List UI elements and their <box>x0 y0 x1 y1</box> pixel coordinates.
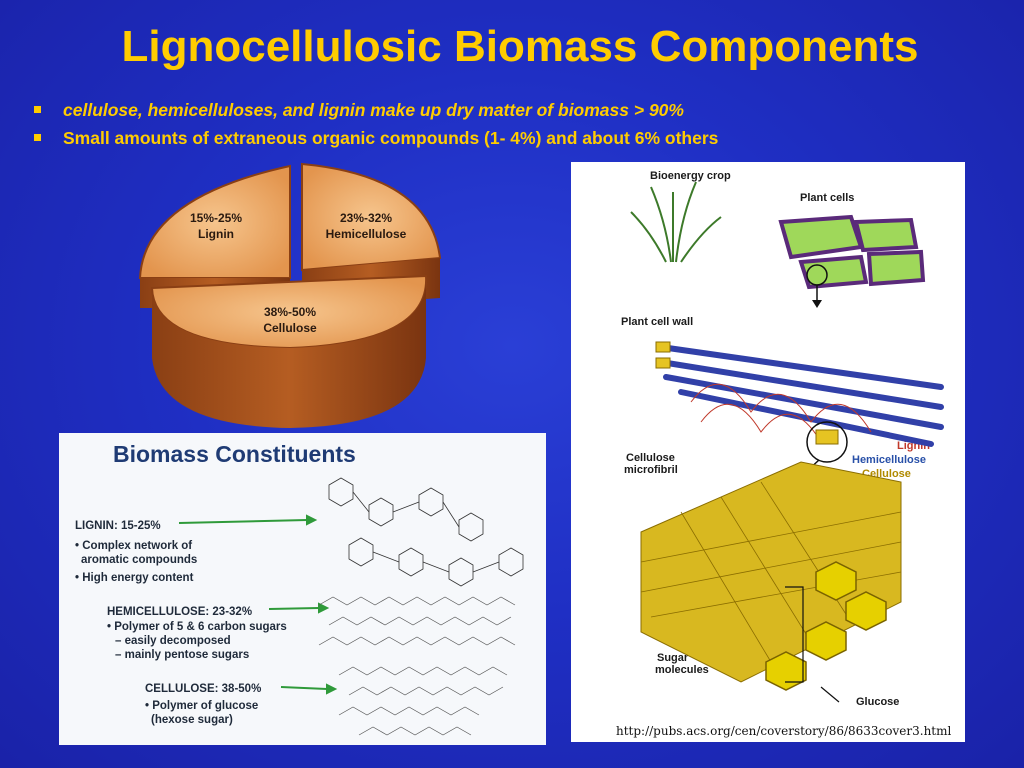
label-glucose: Glucose <box>856 696 900 708</box>
label-cellulose-microfibril-line2: microfibril <box>624 464 678 476</box>
source-url[interactable]: http://pubs.acs.org/cen/coverstory/86/86… <box>616 724 952 738</box>
label-plant-cell-wall: Plant cell wall <box>621 316 694 328</box>
hemicellulose-point: – easily decomposed <box>115 635 231 647</box>
bullet-item: Small amounts of extraneous organic comp… <box>34 124 718 152</box>
pie-label-cellulose-name: Cellulose <box>263 321 317 335</box>
slide-title: Lignocellulosic Biomass Components <box>121 22 919 71</box>
lignin-point: • High energy content <box>75 572 194 584</box>
cellulose-point: • Polymer of glucose <box>145 700 259 712</box>
label-hemicellulose: Hemicellulose <box>852 454 926 466</box>
pie-label-hemicellulose-range: 23%-32% <box>340 211 392 225</box>
lignin-heading: LIGNIN: 15-25% <box>75 520 161 532</box>
lignin-point: aromatic compounds <box>81 554 198 566</box>
label-sugar-molecules-line2: molecules <box>655 664 709 676</box>
pie-label-lignin-name: Lignin <box>198 227 234 241</box>
label-sugar-molecules-line1: Sugar <box>657 652 689 664</box>
hemicellulose-heading: HEMICELLULOSE: 23-32% <box>107 606 253 618</box>
pie-label-hemicellulose-name: Hemicellulose <box>326 227 407 241</box>
pointer-arrows <box>178 514 338 695</box>
cellulose-heading: CELLULOSE: 38-50% <box>145 683 262 695</box>
label-bioenergy-crop: Bioenergy crop <box>650 170 731 182</box>
plant-to-glucose-diagram: Bioenergy crop Plant cells Plant cell wa… <box>571 162 965 742</box>
hemicellulose-point: – mainly pentose sugars <box>115 649 250 661</box>
hemicellulose-point: • Polymer of 5 & 6 carbon sugars <box>107 621 287 633</box>
bullet-list: cellulose, hemicelluloses, and lignin ma… <box>34 96 718 152</box>
biomass-pie-illustration: 15%-25% Lignin 23%-32% Hemicellulose 38%… <box>138 162 442 428</box>
biomass-constituents-card: Biomass Constituents LIGNIN: 15-25% • Co… <box>59 433 546 745</box>
molecular-structure-illustration <box>318 477 524 736</box>
pie-label-lignin-range: 15%-25% <box>190 211 242 225</box>
bullet-item: cellulose, hemicelluloses, and lignin ma… <box>34 96 718 124</box>
card-title: Biomass Constituents <box>113 441 356 467</box>
diagram-artwork <box>630 181 944 703</box>
bullet-text: cellulose, hemicelluloses, and lignin ma… <box>63 99 684 120</box>
bullet-square-icon <box>34 105 41 113</box>
lignin-point: • Complex network of <box>75 540 193 552</box>
bullet-text: Small amounts of extraneous organic comp… <box>63 127 719 148</box>
label-cellulose-microfibril-line1: Cellulose <box>626 452 675 464</box>
cellulose-point: (hexose sugar) <box>151 714 233 726</box>
label-plant-cells: Plant cells <box>800 192 855 204</box>
pie-label-cellulose-range: 38%-50% <box>264 305 316 319</box>
bullet-square-icon <box>34 133 41 141</box>
